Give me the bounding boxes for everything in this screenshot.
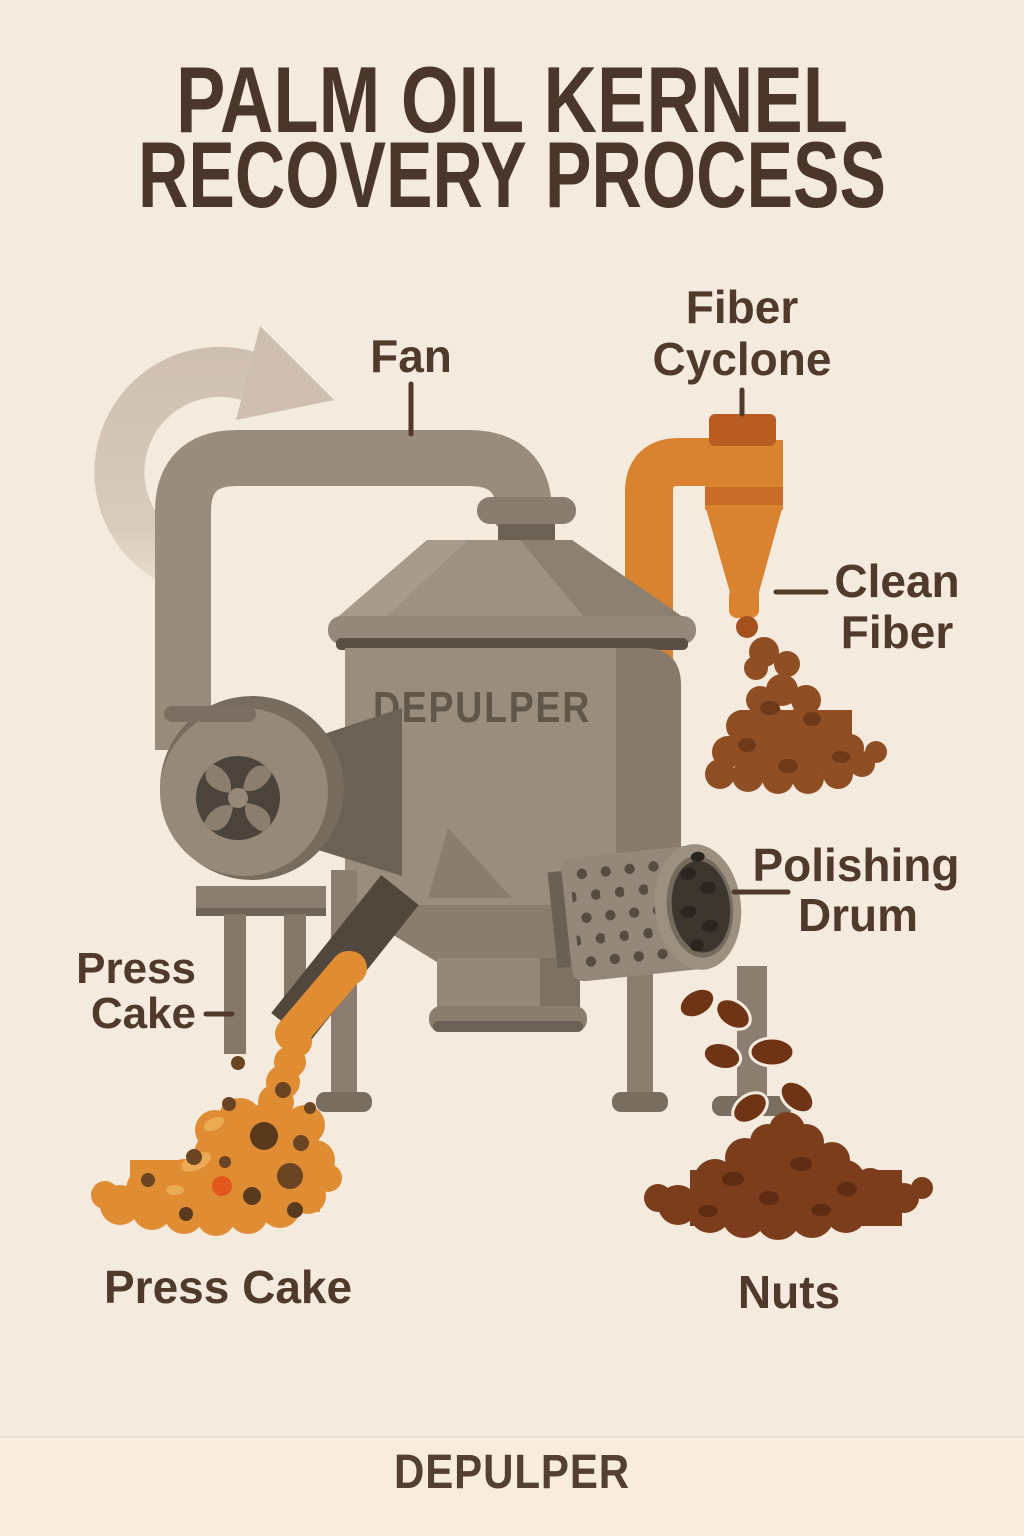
pipe-flange (164, 706, 256, 722)
nuts-pile-spots (698, 1157, 857, 1217)
label-press-cake-line1: Press (76, 944, 196, 993)
cake-spots (141, 1056, 316, 1221)
page-title-line2: RECOVERY PROCESS (138, 122, 886, 227)
cyclone-outlet-drop (736, 616, 758, 638)
machine-outlet-cap-edge (433, 1021, 583, 1032)
falling-nuts (677, 986, 816, 1125)
arrow-arc (94, 346, 256, 592)
machine-body-shade (616, 648, 681, 908)
label-press-cake-pile: Press Cake (104, 1261, 352, 1313)
cyclone-band (705, 487, 783, 507)
cyclone-funnel (705, 505, 783, 596)
clean-fiber-pile (705, 637, 887, 794)
hopper-top-shade (520, 540, 690, 622)
inlet-flange (477, 497, 576, 524)
machine-nameplate: DEPULPER (373, 683, 591, 732)
machine-foot-right (612, 1092, 668, 1112)
machine-foot-left (316, 1092, 372, 1112)
curved-arrow-icon (94, 326, 334, 592)
drum-interior-nuts (680, 851, 718, 952)
label-press-cake-line2: Cake (91, 989, 196, 1038)
hopper-lid (328, 616, 696, 644)
cyclone-feed-pipe (625, 438, 747, 660)
label-fiber-cyclone-line1: Fiber (686, 281, 799, 333)
hopper-lid-edge (336, 638, 688, 650)
fan-bench-leg-left (224, 914, 246, 1054)
cake-red-spot (212, 1176, 232, 1196)
drum-leg (737, 966, 767, 1100)
fan-bench-edge (196, 908, 326, 916)
machine-bracket (428, 828, 512, 898)
nuts-pile (644, 1112, 933, 1240)
background-divider (0, 1436, 1024, 1438)
label-fiber-cyclone-line2: Cyclone (653, 333, 832, 385)
polishing-drum (547, 844, 792, 1116)
page-title: PALM OIL KERNEL RECOVERY PROCESS (138, 47, 886, 227)
background-bottom-band (0, 1437, 1024, 1536)
cyclone-spout (729, 588, 759, 618)
page-title-line1: PALM OIL KERNEL (176, 47, 848, 152)
drum-perforations (568, 851, 681, 980)
fan-duct-pipe (155, 430, 552, 750)
fiber-cyclone (705, 414, 783, 638)
callouts: Fan Fiber Cyclone Clean Fiber Polishing … (76, 281, 960, 1318)
label-nuts-pile: Nuts (738, 1266, 840, 1318)
footer-brand: DEPULPER (394, 1446, 630, 1499)
press-cake-pile (91, 1008, 342, 1236)
fiber-pile-spots (738, 701, 850, 773)
fan-blades-icon (204, 764, 272, 832)
label-clean-fiber-line2: Fiber (841, 606, 954, 658)
cyclone-cap (709, 414, 776, 446)
machine-body (345, 648, 681, 908)
label-fan: Fan (370, 330, 452, 382)
hopper-top-light (332, 540, 468, 622)
label-clean-fiber-line1: Clean (834, 555, 959, 607)
label-polishing-drum-line2: Drum (798, 889, 918, 941)
fan-blower (160, 696, 512, 1054)
arrow-head (236, 326, 334, 420)
label-polishing-drum-line1: Polishing (753, 839, 960, 891)
fan-cone (318, 708, 402, 876)
